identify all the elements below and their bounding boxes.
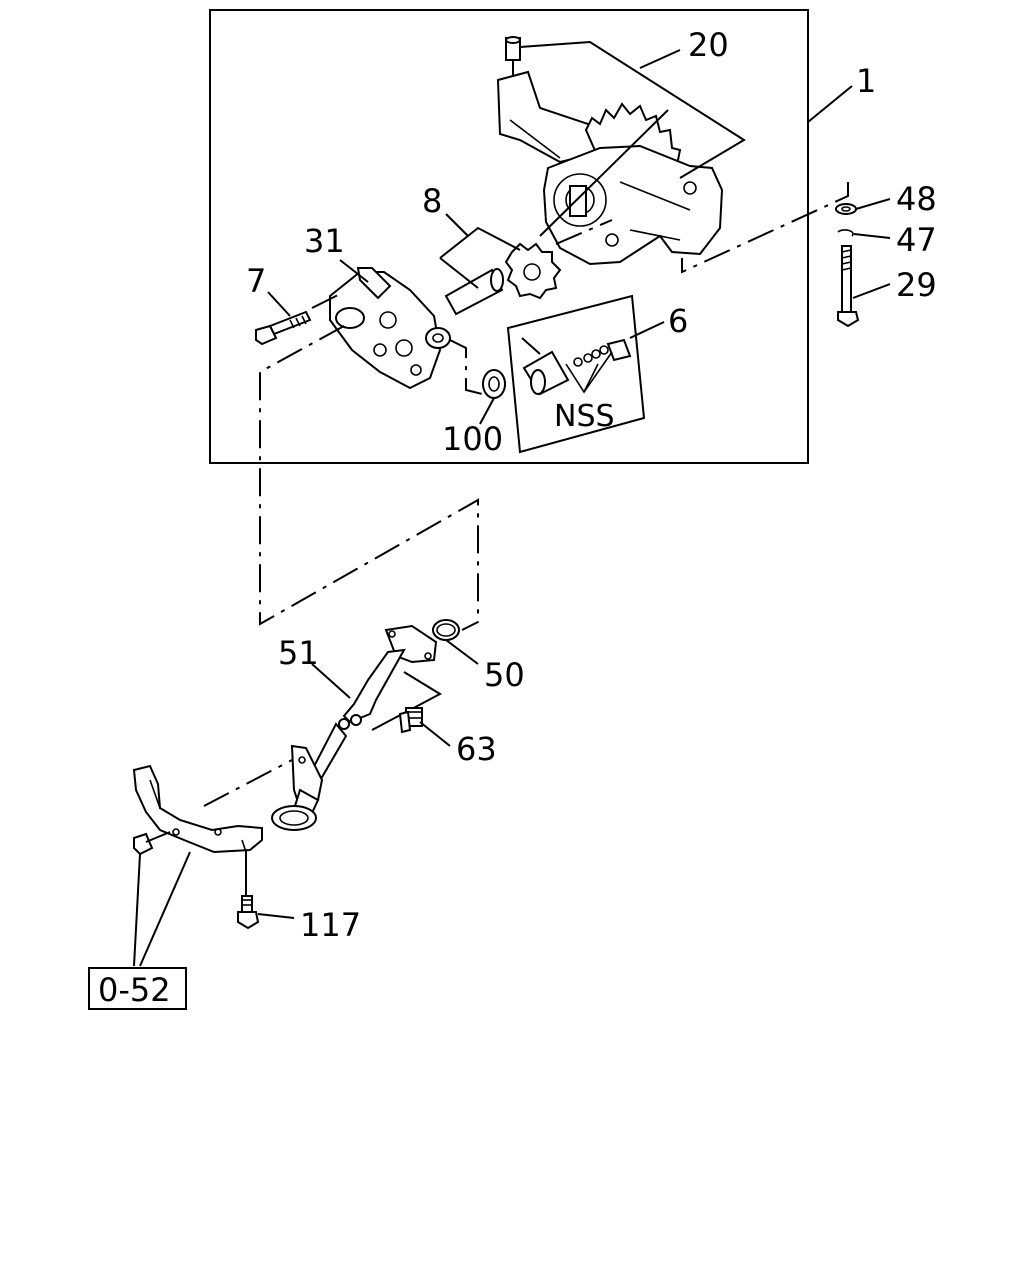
callout-31-label: 31 — [304, 222, 345, 260]
nss-label: NSS — [554, 399, 615, 434]
part-48-washer: 48 — [835, 180, 937, 218]
oil-strainer-pickup — [203, 722, 348, 831]
part-51-oil-pipe: 51 — [278, 624, 443, 731]
callout-50-label: 50 — [484, 656, 525, 694]
callout-51-label: 51 — [278, 634, 319, 672]
part-6-relief-valve-kit: NSS 6 — [506, 294, 688, 454]
assembly-chain-line-right — [681, 182, 849, 274]
callout-117-label: 117 — [300, 906, 361, 944]
callout-6-label: 6 — [668, 302, 688, 340]
part-117-bolt: 117 — [237, 850, 361, 944]
callout-20-label: 20 — [688, 26, 729, 64]
part-50-o-ring: 50 — [432, 619, 525, 694]
callout-8-label: 8 — [422, 182, 442, 220]
callout-63-label: 63 — [456, 730, 497, 768]
part-63-bolt: 63 — [398, 707, 497, 768]
part-31-pump-cover: 31 — [304, 222, 451, 390]
assembly-chain-line-left — [259, 325, 479, 631]
part-29-bolt: 29 — [837, 245, 937, 328]
callout-100-label: 100 — [442, 420, 503, 458]
part-8-shaft-gear: 8 — [422, 182, 613, 316]
callout-48-label: 48 — [896, 180, 937, 218]
callout-7-label: 7 — [246, 262, 266, 300]
reference-0-52: 0-52 — [88, 851, 191, 1010]
callout-47-label: 47 — [896, 221, 937, 259]
callout-1: 1 — [807, 62, 876, 123]
callout-1-label: 1 — [856, 62, 876, 100]
part-100-gasket: 100 — [442, 339, 506, 458]
part-20-pump-body: 20 — [496, 26, 746, 266]
reference-box-label: 0-52 — [98, 971, 171, 1009]
assembly-frame — [209, 9, 809, 464]
callout-29-label: 29 — [896, 266, 937, 304]
part-7-bolt: 7 — [246, 262, 345, 346]
part-47-clip: 47 — [837, 221, 937, 259]
bracket-bolt-left — [133, 831, 171, 856]
